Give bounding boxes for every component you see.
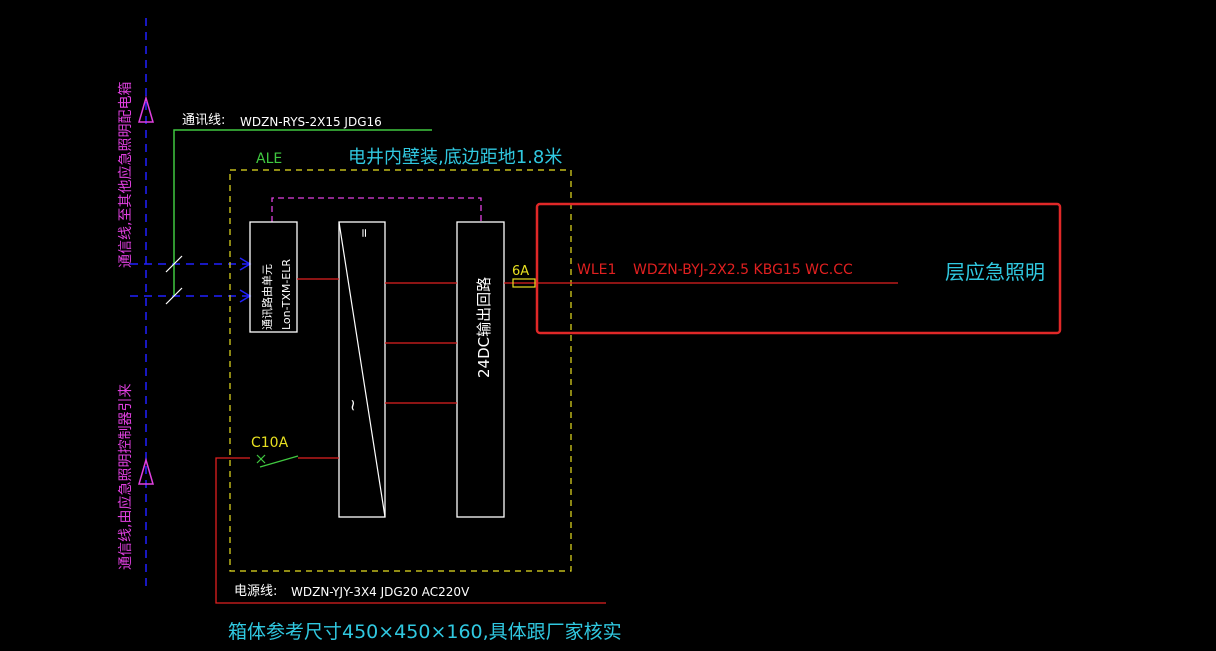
power-line-label: 电源线:: [234, 584, 277, 599]
fuse-symbol: [512, 278, 536, 288]
power-cable-line: [215, 457, 606, 604]
rectifier-symbol-dc: =: [357, 228, 371, 238]
circuit-cable-spec: WDZN-BYJ-2X2.5 KBG15 WC.CC: [633, 262, 853, 278]
fuse-rating: 6A: [512, 264, 529, 279]
output-module-box: [456, 221, 505, 518]
power-cable-spec: WDZN-YJY-3X4 JDG20 AC220V: [291, 585, 470, 599]
vertical-note-bottom: 通信线,由应急照明控制器引来: [117, 384, 134, 570]
breaker-contact: [259, 455, 299, 468]
mount-note: 电井内壁装,底边距地1.8米: [348, 147, 562, 168]
panel-name: ALE: [256, 151, 282, 167]
highlight-box: [535, 202, 1062, 335]
output-module-label: 24DC输出回路: [475, 277, 493, 378]
panel-enclosure: [229, 169, 572, 572]
rectifier-diagonal: [338, 221, 386, 518]
control-bus-dashed: [271, 197, 482, 222]
comm-unit-label-2: Lon-TXM-ELR: [280, 259, 293, 330]
comm-tick-1: [165, 255, 183, 273]
comm-cable-spec: WDZN-RYS-2X15 JDG16: [240, 115, 382, 129]
breaker-cross-b: [256, 454, 266, 464]
breaker-rating: C10A: [251, 435, 289, 451]
load-name: 层应急照明: [945, 260, 1045, 284]
circuit-id: WLE1: [577, 262, 616, 278]
arrow-up-top: [138, 95, 154, 123]
comm-line-label: 通讯线:: [182, 113, 225, 128]
comm-tick-2: [165, 287, 183, 305]
rectifier-symbol-ac: ~: [343, 399, 362, 412]
comm-unit-label-1: 通讯路由单元: [260, 264, 274, 330]
comm-cable-line: [173, 129, 432, 296]
rectifier-box: [338, 221, 386, 518]
arrow-up-bottom: [138, 457, 154, 485]
box-size-note: 箱体参考尺寸450×450×160,具体跟厂家核实: [228, 621, 622, 643]
comm-routing-unit: [249, 221, 298, 333]
vertical-note-top: 通信线,至其他应急照明配电箱: [117, 82, 134, 268]
